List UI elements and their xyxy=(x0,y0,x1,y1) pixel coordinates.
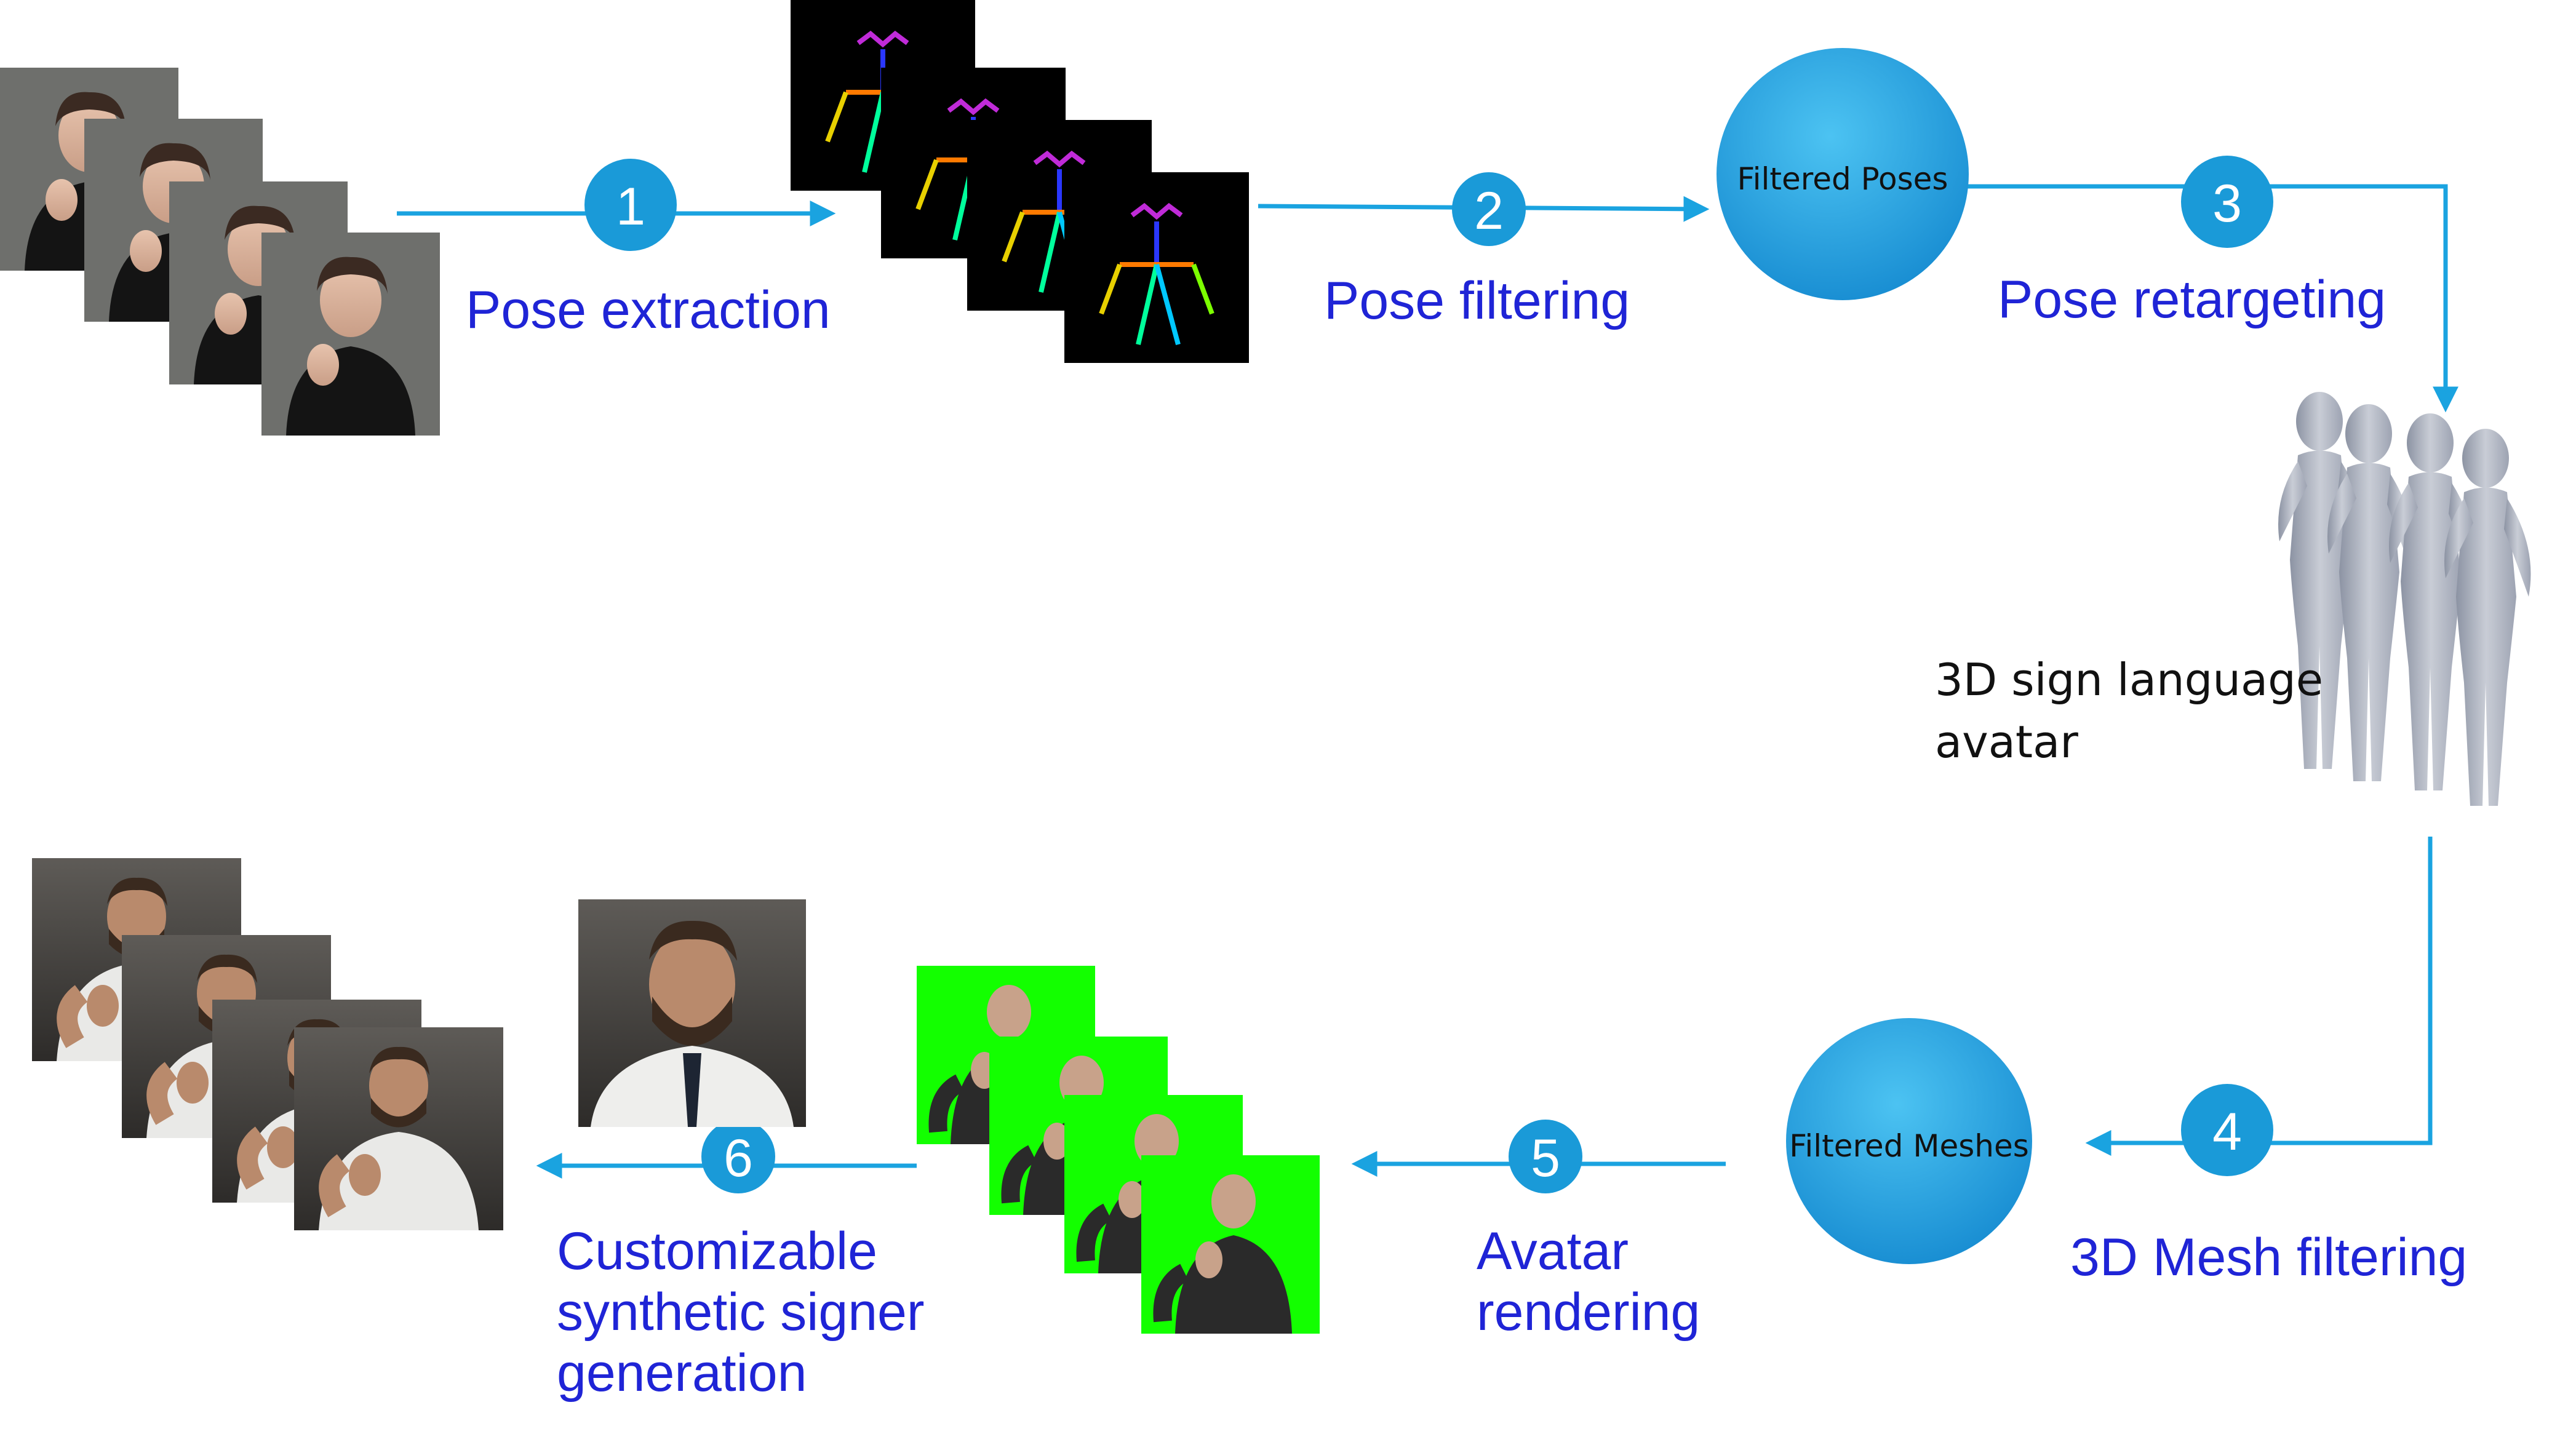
filtered-poses-node: Filtered Poses xyxy=(1717,48,1969,300)
step-4-label: 3D Mesh filtering xyxy=(2070,1228,2468,1287)
signer-video-frames-icon xyxy=(0,68,440,436)
arrow-mesh-filtering xyxy=(2091,837,2433,1145)
step-4-number: 4 xyxy=(2212,1102,2242,1161)
step-2-label: Pose filtering xyxy=(1324,271,1630,330)
step-3-badge: 3 xyxy=(2181,156,2273,248)
step-1-badge: 1 xyxy=(584,159,677,251)
step-6-badge: 6 xyxy=(701,1120,775,1193)
step-5-label: Avatar rendering xyxy=(1477,1221,1700,1343)
step-1-number: 1 xyxy=(616,177,645,236)
step-2-badge: 2 xyxy=(1452,172,1526,246)
step-6-label-line-3: generation xyxy=(557,1343,807,1403)
step-2-number: 2 xyxy=(1474,181,1504,241)
step-5-label-line-1: Avatar xyxy=(1477,1222,1629,1281)
step-4-badge: 4 xyxy=(2181,1084,2273,1176)
avatar-caption-line-1: 3D sign language xyxy=(1935,654,2324,706)
reference-portrait-icon xyxy=(578,899,806,1127)
step-6-label-line-2: synthetic signer xyxy=(557,1282,925,1342)
synthetic-signer-frames-icon xyxy=(32,858,503,1230)
step-5-label-line-2: rendering xyxy=(1477,1282,1701,1342)
avatar-caption-line-2: avatar xyxy=(1935,715,2078,768)
filtered-meshes-label: Filtered Meshes xyxy=(1789,1128,2029,1164)
step-5-badge: 5 xyxy=(1509,1120,1582,1193)
step-6-label-line-1: Customizable xyxy=(557,1222,877,1281)
filtered-meshes-node: Filtered Meshes xyxy=(1786,1018,2032,1264)
arrow-pose-retargeting xyxy=(1968,184,2458,413)
step-6-number: 6 xyxy=(724,1129,753,1188)
step-1-label: Pose extraction xyxy=(466,281,831,340)
step-3-label: Pose retargeting xyxy=(1998,270,2387,329)
pose-skeleton-frames-icon xyxy=(791,0,1249,363)
step-6-label: Customizable synthetic signer generation xyxy=(557,1221,925,1404)
step-3-number: 3 xyxy=(2212,174,2242,233)
rendered-avatar-frames-icon xyxy=(917,966,1320,1334)
step-5-number: 5 xyxy=(1531,1129,1560,1188)
avatar-caption: 3D sign language avatar xyxy=(1935,649,2323,773)
filtered-poses-label: Filtered Poses xyxy=(1737,161,1948,197)
